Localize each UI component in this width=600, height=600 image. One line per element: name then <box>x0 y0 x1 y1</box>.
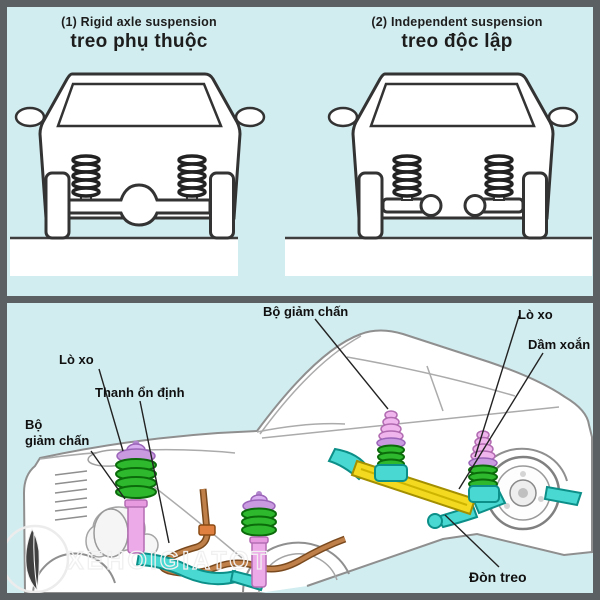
coil-spring-right <box>484 154 514 201</box>
ground-strip <box>10 236 592 276</box>
front-strut-left <box>115 440 157 554</box>
front-strut-right <box>241 491 277 588</box>
label-coil-spring-right: Lò xo <box>518 307 553 322</box>
label-shock-absorber-left: Bộ giảm chấn <box>25 417 90 449</box>
car-independent <box>327 72 579 240</box>
front-view-cars-drawing <box>10 72 592 276</box>
rear-suspension <box>327 410 583 529</box>
watermark-logo: XEHOIGIATOT <box>7 524 270 593</box>
label-torsion-beam: Dầm xoắn <box>528 337 591 352</box>
suspension-parts-drawing: XEHOIGIATOT <box>7 315 593 593</box>
caption-independent-vi: treo độc lập <box>401 31 513 52</box>
label-stabilizer-bar: Thanh ổn định <box>95 385 185 400</box>
label-trailing-arm: Đòn treo <box>469 569 527 585</box>
front-suspension <box>93 440 347 592</box>
leader-lines <box>90 315 544 568</box>
coil-spring-left <box>392 154 422 201</box>
panel-suspension-comparison: (1) Rigid axle suspension treo phụ thuộc… <box>7 7 593 296</box>
watermark-text: XEHOIGIATOT <box>67 547 270 575</box>
coil-spring-left <box>71 154 101 207</box>
rear-strut-left <box>374 410 408 482</box>
panel-suspension-parts: XEHOIGIATOT Bộ giảm chấn Lò xo Dầm xoắn … <box>7 303 593 593</box>
grille <box>54 470 88 521</box>
caption-independent-en: (2) Independent suspension <box>371 15 543 29</box>
wheels <box>357 171 548 240</box>
label-coil-spring-left: Lò xo <box>59 352 94 367</box>
caption-rigid-axle-vi: treo phụ thuộc <box>70 31 208 52</box>
label-shock-absorber-top: Bộ giảm chấn <box>263 304 349 319</box>
car-rigid-axle <box>14 72 266 240</box>
coil-spring-right <box>177 154 207 207</box>
wheels <box>44 171 235 240</box>
body-detail-lines <box>39 335 560 559</box>
caption-rigid-axle-en: (1) Rigid axle suspension <box>61 15 217 29</box>
